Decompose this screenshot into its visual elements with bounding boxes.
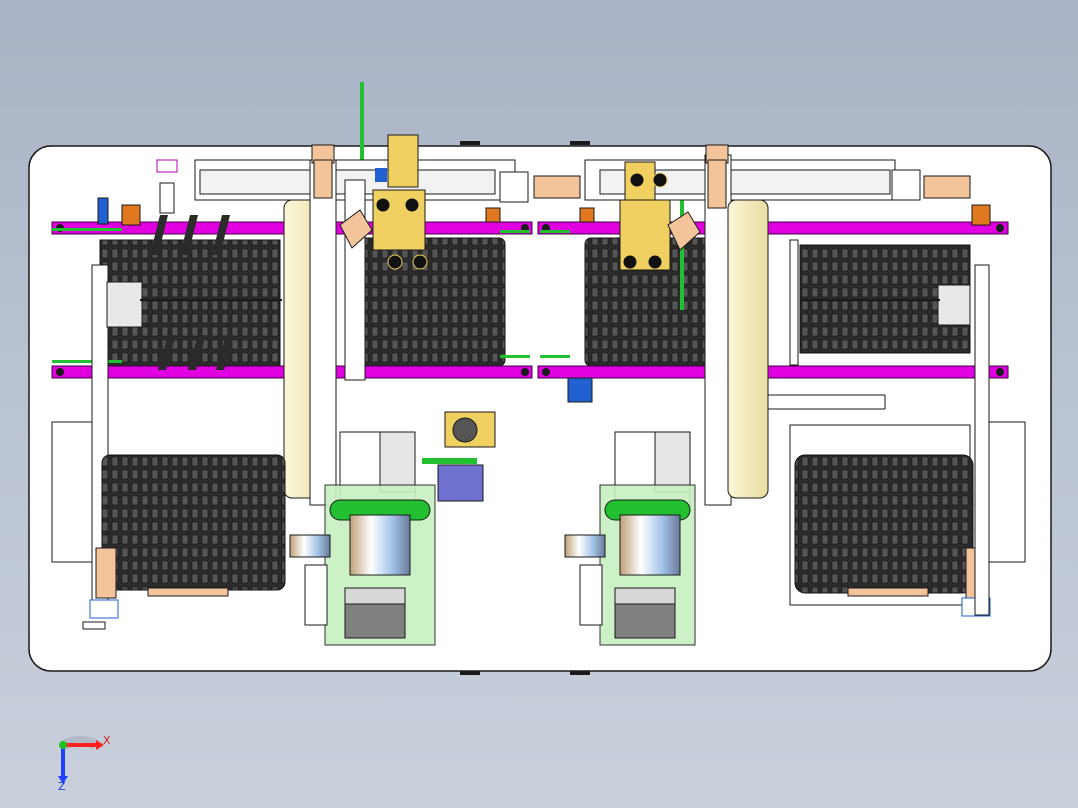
axis-triad (58, 735, 104, 784)
left-lower-tray (51, 421, 286, 630)
left-gantry (283, 144, 366, 506)
conveyor-belt (537, 365, 1009, 379)
right-lower-tray (789, 264, 1026, 617)
right-pick-head (619, 161, 701, 271)
right-gantry (704, 144, 769, 506)
right-feeder-unit (564, 431, 696, 646)
z-axis-label: Z (58, 780, 66, 793)
left-pick-head (339, 134, 428, 270)
conveyor-belt (537, 221, 1009, 235)
center-sensor-block (422, 411, 496, 502)
left-feeder-unit (289, 431, 436, 646)
x-axis-label: X (103, 734, 111, 747)
